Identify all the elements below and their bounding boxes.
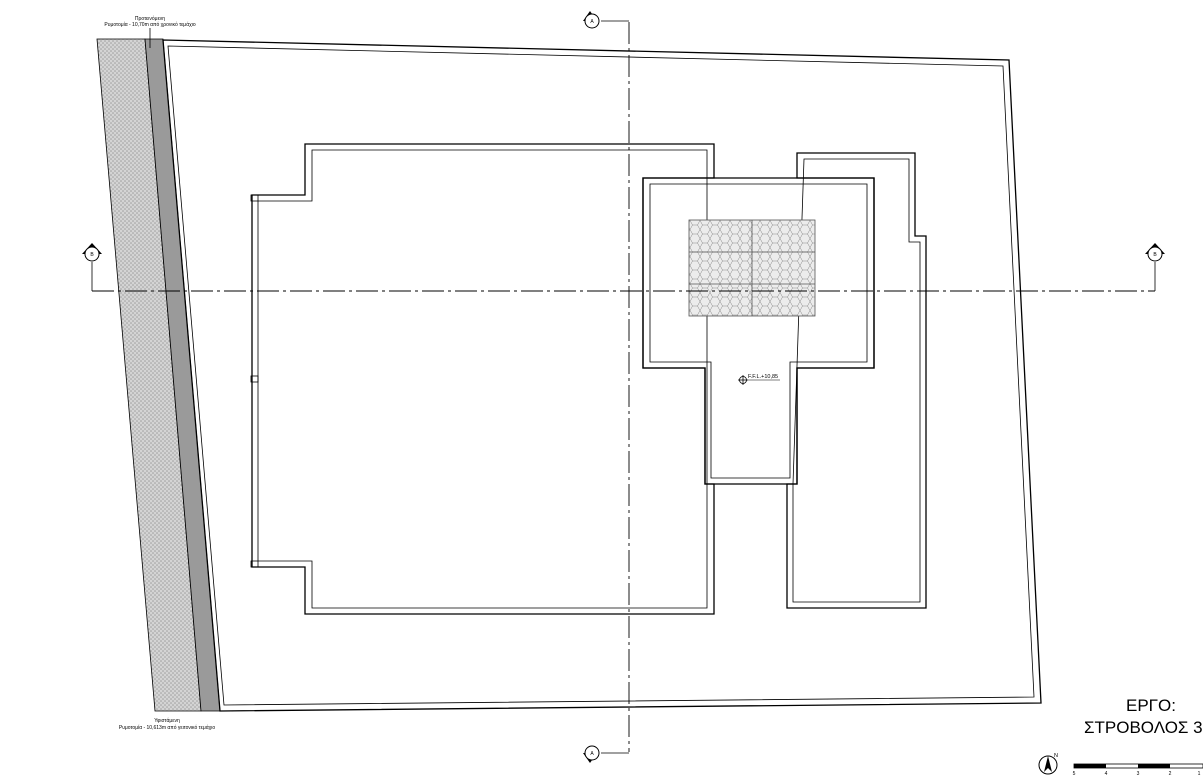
north-arrow-icon: N <box>1038 753 1058 775</box>
section-marker-a-top: A <box>583 11 600 29</box>
level-marker: F.F.L.+10,85 <box>738 374 780 385</box>
right-wing-outer <box>786 152 927 609</box>
main-building-outer <box>251 143 715 615</box>
scale-bar: 5 4 3 2 1 <box>1073 763 1203 775</box>
solar-panels <box>688 219 816 317</box>
section-b-right-letter: B <box>1153 252 1157 258</box>
project-name: ΣΤΡΟΒΟΛΟΣ 3 <box>1084 718 1203 737</box>
setback-bottom-note: Ρυμοτομία - 10,613m από γειτονικό τεμάχι… <box>119 724 215 731</box>
scale-tick-3: 3 <box>1137 771 1140 775</box>
section-marker-a-bottom: A <box>583 745 600 763</box>
setback-top-label: Προτεινόμενη <box>135 15 165 22</box>
wall-notch-mid <box>250 375 259 383</box>
scale-tick-1: 1 <box>1198 771 1201 775</box>
scale-tick-5: 5 <box>1073 771 1076 775</box>
section-a-top-letter: A <box>590 19 594 25</box>
scale-tick-2: 2 <box>1169 771 1172 775</box>
roof-t-inner <box>649 183 868 479</box>
wall-notch-top <box>250 194 259 202</box>
section-a-bottom-letter: A <box>590 751 594 757</box>
plot-boundary-outer <box>162 39 1042 712</box>
level-marker-label: F.F.L.+10,85 <box>748 374 778 380</box>
scale-tick-4: 4 <box>1105 771 1108 775</box>
setback-bottom-label: Υφιστάμενη <box>154 717 180 724</box>
north-label: N <box>1054 753 1058 759</box>
wall-notch-bottom <box>250 560 259 568</box>
section-marker-b-right: B <box>1145 243 1165 262</box>
right-wing-inner <box>792 158 921 603</box>
section-marker-b-left: B <box>82 243 102 262</box>
main-building-inner <box>257 149 708 609</box>
setback-top-note: Ρυμοτομία - 10,70m από χρονικό τεμάχιο <box>104 21 195 28</box>
plot-boundary-inner <box>167 45 1035 706</box>
title-label: ΕΡΓΟ: <box>1126 696 1176 715</box>
section-b-left-letter: B <box>90 252 94 258</box>
